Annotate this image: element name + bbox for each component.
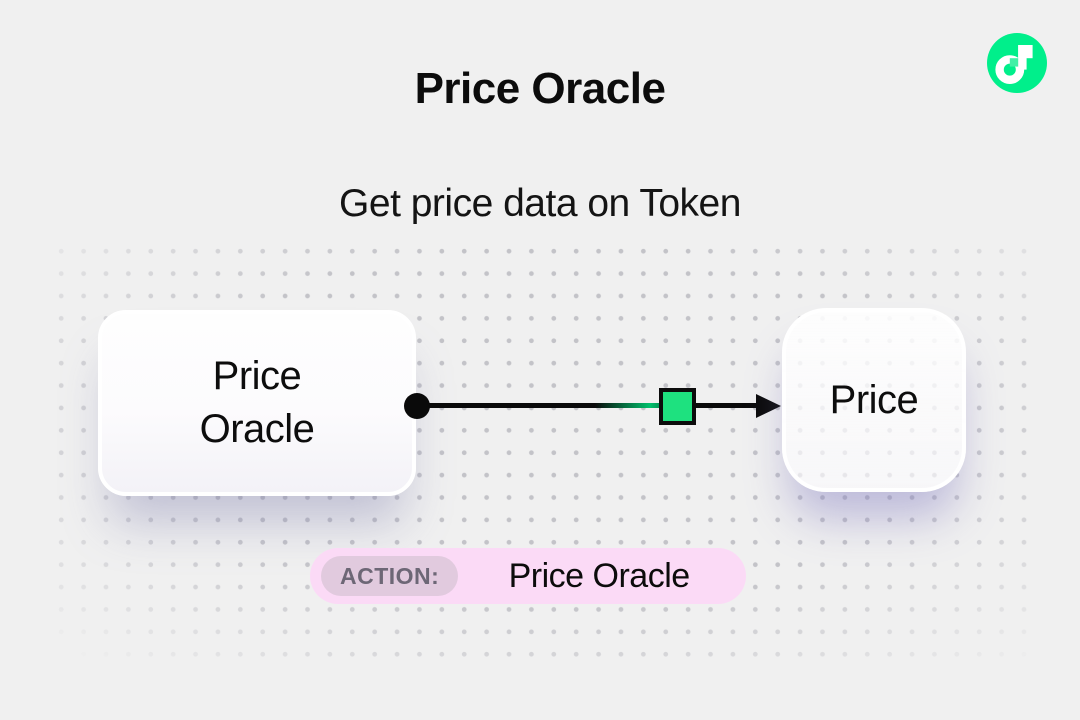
action-badge-value: Price Oracle — [508, 556, 691, 595]
node-price-label: Price — [829, 377, 919, 422]
connector-arrowhead-icon — [756, 394, 781, 418]
flow-logo-icon — [987, 33, 1047, 93]
connector-line — [416, 403, 760, 408]
connector-action-square — [659, 388, 696, 425]
action-badge-label: ACTION: — [321, 556, 459, 596]
action-badge: ACTION: Price Oracle — [310, 548, 746, 604]
page-subtitle: Get price data on Token — [339, 182, 741, 225]
page-title: Price Oracle — [414, 64, 666, 113]
node-price-oracle: Price Oracle — [98, 310, 416, 496]
node-price-oracle-label: Price Oracle — [199, 354, 315, 451]
node-price: Price — [782, 308, 966, 492]
